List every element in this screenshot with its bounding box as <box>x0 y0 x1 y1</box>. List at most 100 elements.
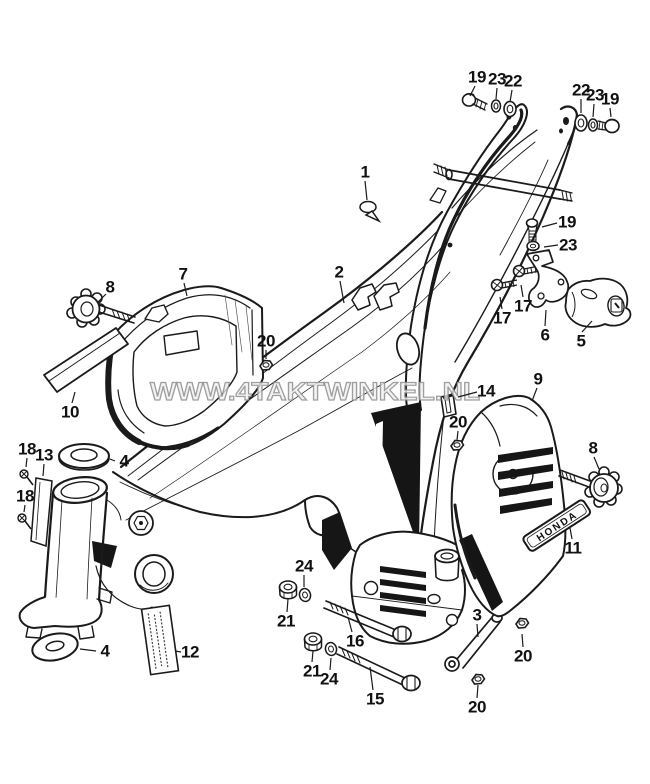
callout-label-19: 19 <box>468 68 486 87</box>
callout-label-20: 20 <box>514 647 532 666</box>
callout-label-5: 5 <box>577 332 586 351</box>
leader-line <box>347 616 353 633</box>
callout-label-6: 6 <box>541 326 550 345</box>
leader-line <box>543 244 559 248</box>
leader-line <box>456 430 459 441</box>
stand-bracket-dark <box>92 541 117 568</box>
strip-plate-10 <box>43 327 129 393</box>
watermark-text: WWW.4TAKTWINKEL.NL <box>150 378 480 406</box>
right-cover-dark-band <box>459 534 503 611</box>
callout-label-18: 18 <box>16 487 34 506</box>
leader-line <box>520 284 524 298</box>
stay-rod <box>444 613 503 672</box>
callout-label-17: 17 <box>493 309 511 328</box>
certificate-plate-12 <box>140 604 180 676</box>
leader-line <box>369 666 374 691</box>
leader-line <box>569 527 573 540</box>
leader-line <box>541 222 558 228</box>
leader-line <box>183 282 188 297</box>
callout-label-21: 21 <box>303 662 321 681</box>
leader-line <box>593 456 600 470</box>
clip-14 <box>440 393 457 418</box>
knob-bolt-right <box>558 466 623 508</box>
callout-label-10: 10 <box>61 403 79 422</box>
rubber-plug-1 <box>359 200 382 223</box>
screw-18-bottom <box>17 513 32 530</box>
nut-20-left <box>259 359 274 371</box>
nut-23-mid <box>526 240 540 252</box>
leader-line <box>521 633 524 648</box>
plate-13 <box>30 477 53 548</box>
callout-label-4: 4 <box>120 452 130 471</box>
seal-ring-4 <box>58 443 110 471</box>
leader-line <box>509 89 513 103</box>
callout-label-4: 4 <box>101 642 111 661</box>
leader-line <box>592 103 595 118</box>
nut-20-right <box>450 439 465 451</box>
frame-clamps <box>351 282 400 311</box>
bolt-19-top-left <box>461 93 488 111</box>
lower-tube-end <box>134 554 174 594</box>
leader-line <box>457 391 478 398</box>
washer-24-a <box>298 587 312 603</box>
callout-label-24: 24 <box>320 670 339 689</box>
leader-line <box>469 85 476 97</box>
callout-label-13: 13 <box>35 446 53 465</box>
leader-line <box>495 87 498 100</box>
fastener-set-top-left <box>461 93 517 118</box>
callout-label-22: 22 <box>504 72 522 91</box>
left-cover-tab <box>144 304 169 323</box>
nut-20-stay-lower <box>471 673 486 685</box>
bolt-17-a <box>512 264 540 278</box>
right-side-cover <box>450 394 567 618</box>
callout-label-9: 9 <box>534 370 543 389</box>
leader-line <box>609 107 612 118</box>
callout-label-22: 22 <box>572 81 590 100</box>
callout-label-20: 20 <box>468 698 486 717</box>
leader-line <box>96 293 107 304</box>
leader-line <box>79 648 97 652</box>
leader-line <box>329 657 332 671</box>
callout-label-7: 7 <box>179 265 188 284</box>
lock-assembly-5 <box>564 277 632 328</box>
callout-label-8: 8 <box>106 278 115 297</box>
callout-label-21: 21 <box>277 612 295 631</box>
leader-line <box>23 504 26 513</box>
callout-label-15: 15 <box>366 690 384 709</box>
callout-label-19: 19 <box>558 213 576 232</box>
washer-23-top-left <box>490 99 502 113</box>
washer-22-top-left <box>503 100 517 118</box>
leader-line <box>531 387 538 402</box>
callout-label-3: 3 <box>473 606 482 625</box>
callout-label-18: 18 <box>18 440 36 459</box>
left-cover-outline <box>106 285 264 450</box>
leader-line <box>476 684 479 699</box>
cable-guide <box>429 187 447 204</box>
frame-body <box>18 103 579 645</box>
leader-line <box>311 650 314 663</box>
leader-line <box>286 598 289 613</box>
callout-label-23: 23 <box>559 236 577 255</box>
callout-label-24: 24 <box>295 557 314 576</box>
flat-washer-4 <box>31 632 79 662</box>
knob-bolt-left <box>66 288 136 328</box>
washer-22-top-right <box>574 114 588 132</box>
bottom-bracket <box>350 530 469 645</box>
bolt-17-b <box>490 278 518 292</box>
nut-20-stay-upper <box>515 617 530 629</box>
callout-label-1: 1 <box>361 163 370 182</box>
callout-label-14: 14 <box>477 382 496 401</box>
callout-label-23: 23 <box>488 70 506 89</box>
bolt-15 <box>336 646 421 692</box>
bolt-19-mid <box>525 218 539 242</box>
nut-21-b <box>303 632 323 652</box>
leader-line <box>499 296 503 310</box>
screw-18-top <box>19 469 34 486</box>
leader-line <box>109 458 116 462</box>
head-tube <box>18 476 113 640</box>
cross-rod <box>433 163 573 202</box>
leader-line <box>71 391 76 404</box>
leader-line <box>339 280 345 304</box>
